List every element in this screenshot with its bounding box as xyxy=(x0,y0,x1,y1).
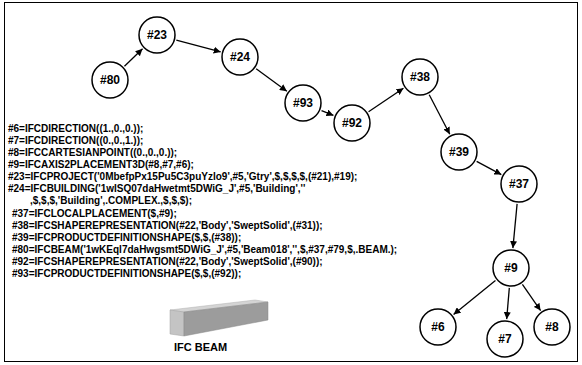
entity-circle: #24 xyxy=(221,38,259,76)
entity-circle: #92 xyxy=(333,104,371,142)
circle-shape xyxy=(534,309,570,345)
code-line: #8=IFCCARTESIANPOINT((0.,0.,0.)); xyxy=(8,147,177,159)
circle-shape xyxy=(493,250,529,286)
entity-id: #24 xyxy=(221,38,259,76)
circle-shape xyxy=(420,309,456,345)
frame xyxy=(5,3,578,362)
entity-id: #8 xyxy=(533,308,571,346)
entity-circle: #8 xyxy=(533,308,571,346)
reference-arrow xyxy=(256,69,287,91)
beam-illustration xyxy=(170,300,268,336)
reference-arrow xyxy=(369,88,404,112)
code-line: #38=IFCSHAPEREPRESENTATION(#22,'Body','S… xyxy=(12,220,323,232)
entity-id: #37 xyxy=(500,165,538,203)
code-line: #9=IFCAXIS2PLACEMENT3D(#8,#7,#6); xyxy=(8,159,194,171)
entity-circle: #7 xyxy=(486,320,524,358)
entity-circle: #6 xyxy=(419,308,457,346)
entity-id: #92 xyxy=(333,104,371,142)
circle-shape xyxy=(501,166,537,202)
circle-shape xyxy=(139,17,175,53)
circle-shape xyxy=(92,62,128,98)
reference-arrow xyxy=(429,95,450,135)
code-line: #7=IFCDIRECTION((0.,0.,1.)); xyxy=(8,135,143,147)
circle-shape xyxy=(441,134,477,170)
entity-circle: #23 xyxy=(138,16,176,54)
entity-id: #38 xyxy=(401,58,439,96)
circle-shape xyxy=(222,39,258,75)
code-line: #92=IFCSHAPEREPRESENTATION(#22,'Body','S… xyxy=(12,256,323,268)
code-line: #80=IFCBEAM('1wKEql7daHwgsmt5DWiG_J',#5,… xyxy=(12,244,397,256)
reference-arrow xyxy=(507,288,510,319)
entity-circle: #93 xyxy=(284,84,322,122)
illustration-caption: IFC BEAM xyxy=(174,341,227,353)
entity-circle: #38 xyxy=(401,58,439,96)
beam-front-face xyxy=(184,302,268,336)
entity-id: #80 xyxy=(91,61,129,99)
entity-circle: #39 xyxy=(440,133,478,171)
entity-id: #7 xyxy=(486,320,524,358)
circle-shape xyxy=(334,105,370,141)
entity-id: #6 xyxy=(419,308,457,346)
reference-arrow xyxy=(176,40,220,52)
entity-circle: #37 xyxy=(500,165,538,203)
reference-arrow xyxy=(124,49,142,66)
reference-arrow xyxy=(477,161,502,174)
circle-shape xyxy=(285,85,321,121)
entity-id: #39 xyxy=(440,133,478,171)
entity-id: #93 xyxy=(284,84,322,122)
code-line: #37=IFCLOCALPLACEMENT($,#9); xyxy=(12,208,177,220)
beam-end-face xyxy=(170,310,184,336)
code-line: #6=IFCDIRECTION((1.,0.,0.)); xyxy=(8,123,143,135)
circle-shape xyxy=(402,59,438,95)
entity-circle: #9 xyxy=(492,249,530,287)
code-line: #39=IFCPRODUCTDEFINITIONSHAPE($,$,(#38))… xyxy=(12,232,241,244)
code-line: #93=IFCPRODUCTDEFINITIONSHAPE($,$,(#92))… xyxy=(12,268,241,280)
entity-id: #9 xyxy=(492,249,530,287)
reference-arrow xyxy=(322,111,334,116)
reference-arrow xyxy=(454,281,496,315)
entity-circle: #80 xyxy=(91,61,129,99)
code-line: #24=IFCBUILDING('1wISQ07daHwetmt5DWiG_J'… xyxy=(8,183,365,207)
code-line: #23=IFCPROJECT('0MbefpPx15Pu5C3puYzlo9',… xyxy=(8,171,357,183)
entity-id: #23 xyxy=(138,16,176,54)
circle-shape xyxy=(487,321,523,357)
reference-arrow xyxy=(522,284,540,310)
reference-arrow xyxy=(513,204,517,248)
